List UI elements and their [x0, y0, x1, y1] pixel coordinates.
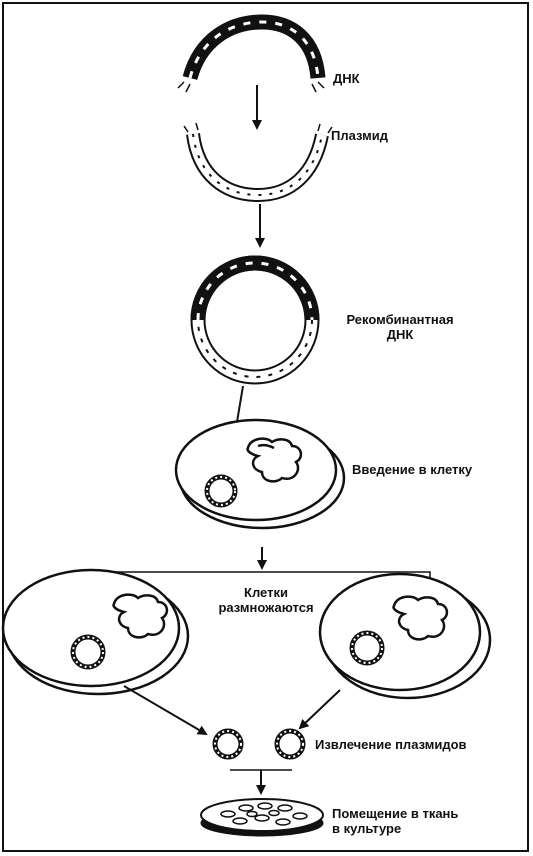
cell-icon [3, 570, 188, 694]
recombinant-label-line2: ДНК [330, 327, 470, 342]
culture-dish-icon [201, 799, 323, 836]
dna-label: ДНК [333, 71, 360, 86]
placement-label: Помещение в ткань в культуре [332, 806, 458, 836]
multiply-label: Клетки размножаются [210, 585, 322, 615]
multiply-label-line1: Клетки [210, 585, 322, 600]
recombinant-dna-icon [198, 263, 312, 377]
plasmid-ring-icon [215, 731, 241, 757]
arrow [124, 686, 206, 734]
cell-icon [176, 420, 344, 528]
cell-icon [320, 574, 490, 698]
placement-label-line1: Помещение в ткань [332, 806, 458, 821]
recombinant-label: Рекомбинантная ДНК [330, 312, 470, 342]
recombinant-label-line1: Рекомбинантная [330, 312, 470, 327]
placement-label-line2: в культуре [332, 821, 458, 836]
introduction-label: Введение в клетку [352, 462, 472, 477]
multiply-label-line2: размножаются [210, 600, 322, 615]
dna-helix-icon [178, 22, 324, 92]
arrow [300, 690, 340, 728]
plasmid-icon [184, 123, 332, 195]
extraction-label: Извлечение плазмидов [315, 737, 467, 752]
plasmid-label: Плазмид [331, 128, 388, 143]
plasmid-ring-icon [277, 731, 303, 757]
